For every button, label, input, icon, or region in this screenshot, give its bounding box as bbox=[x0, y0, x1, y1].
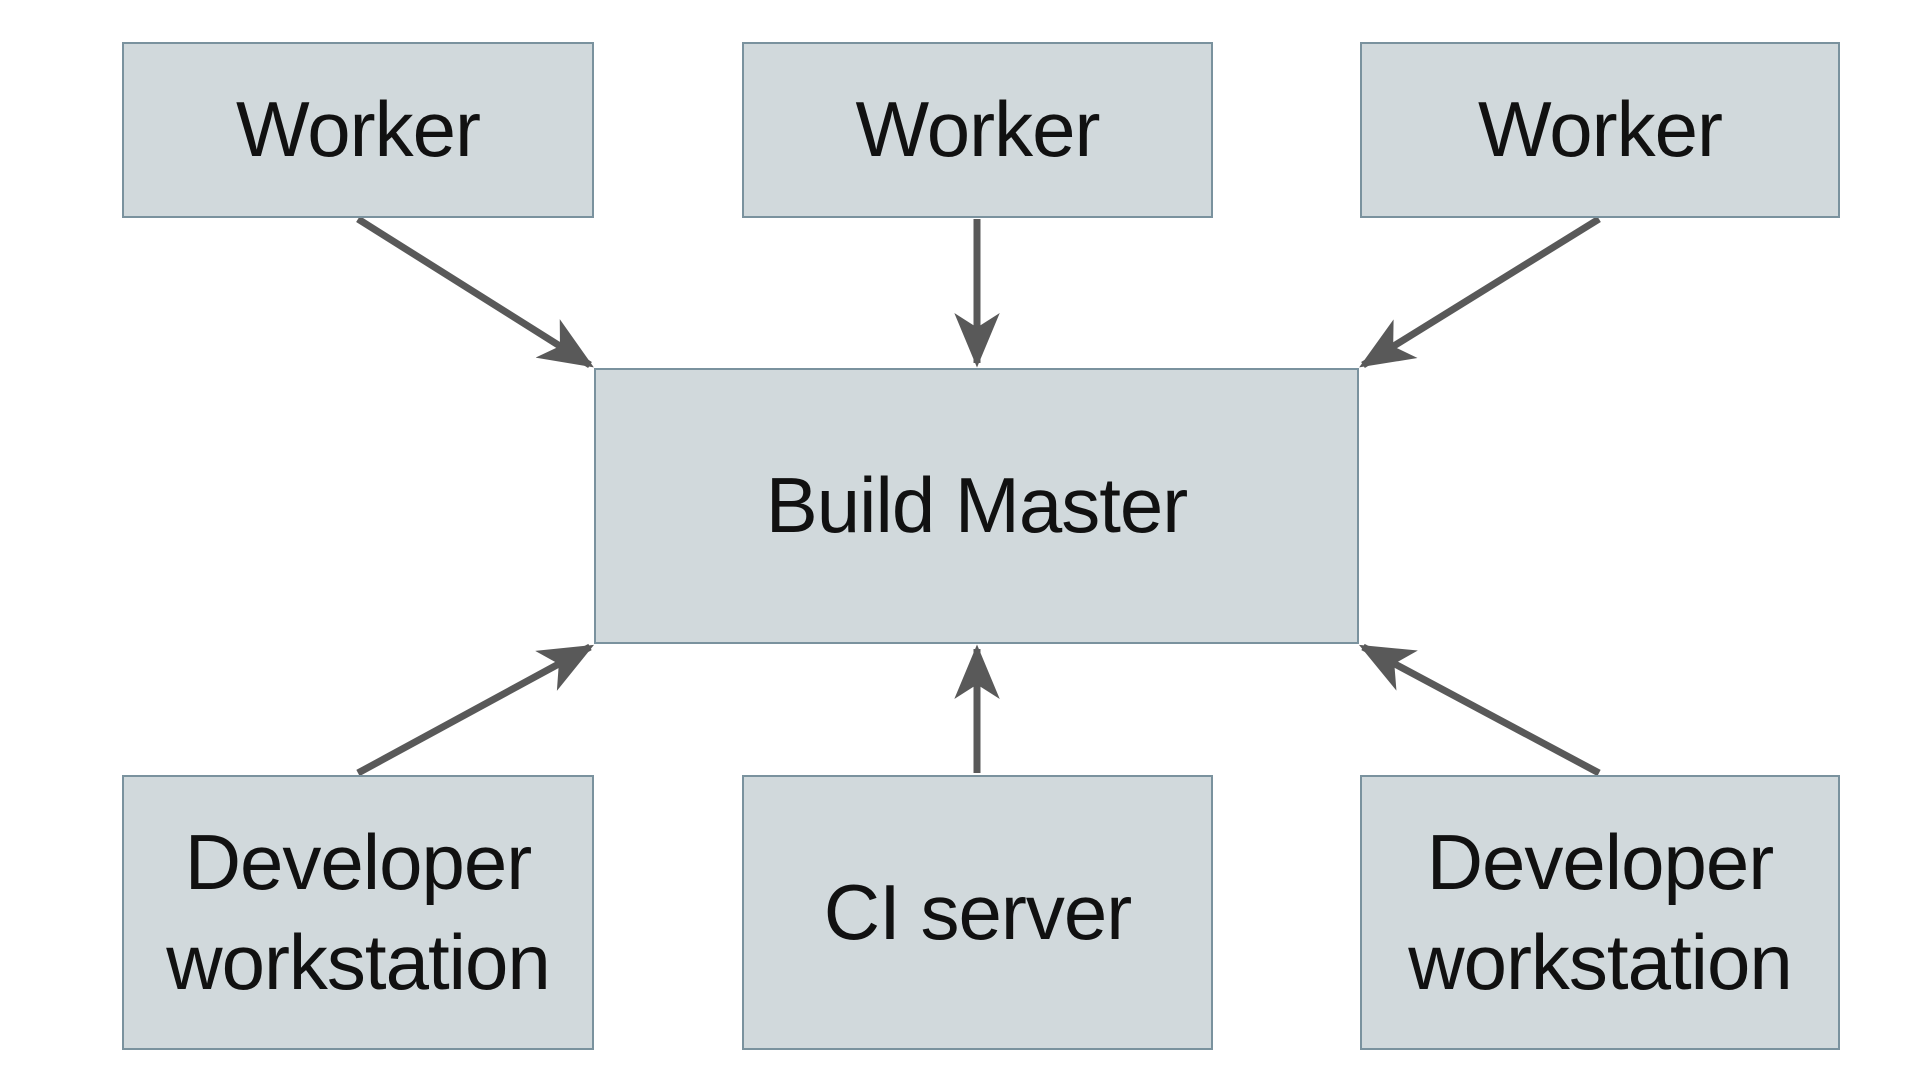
node-label-ci-server: CI server bbox=[823, 867, 1132, 956]
node-label-worker-3: Worker bbox=[1478, 85, 1723, 174]
node-build-master: Build Master bbox=[594, 368, 1359, 644]
node-worker-2: Worker bbox=[742, 42, 1213, 218]
node-label-worker-2: Worker bbox=[855, 85, 1101, 174]
node-worker-3: Worker bbox=[1360, 42, 1840, 218]
node-label-build-master: Build Master bbox=[765, 461, 1188, 550]
node-label-dev-workstation-1: Developer workstation bbox=[166, 817, 551, 1006]
arrow-dev-workstation-1-to-build-master bbox=[356, 643, 594, 777]
node-label-dev-workstation-2: Developer workstation bbox=[1408, 817, 1793, 1006]
node-dev-workstation-2: Developer workstation bbox=[1360, 775, 1840, 1050]
node-worker-1: Worker bbox=[122, 42, 594, 218]
arrow-worker-3-to-build-master bbox=[1359, 216, 1601, 368]
node-label-worker-1: Worker bbox=[236, 85, 481, 174]
node-dev-workstation-1: Developer workstation bbox=[122, 775, 594, 1050]
arrow-dev-workstation-2-to-build-master bbox=[1358, 643, 1601, 777]
node-ci-server: CI server bbox=[742, 775, 1213, 1050]
arrow-worker-1-to-build-master bbox=[356, 216, 594, 368]
